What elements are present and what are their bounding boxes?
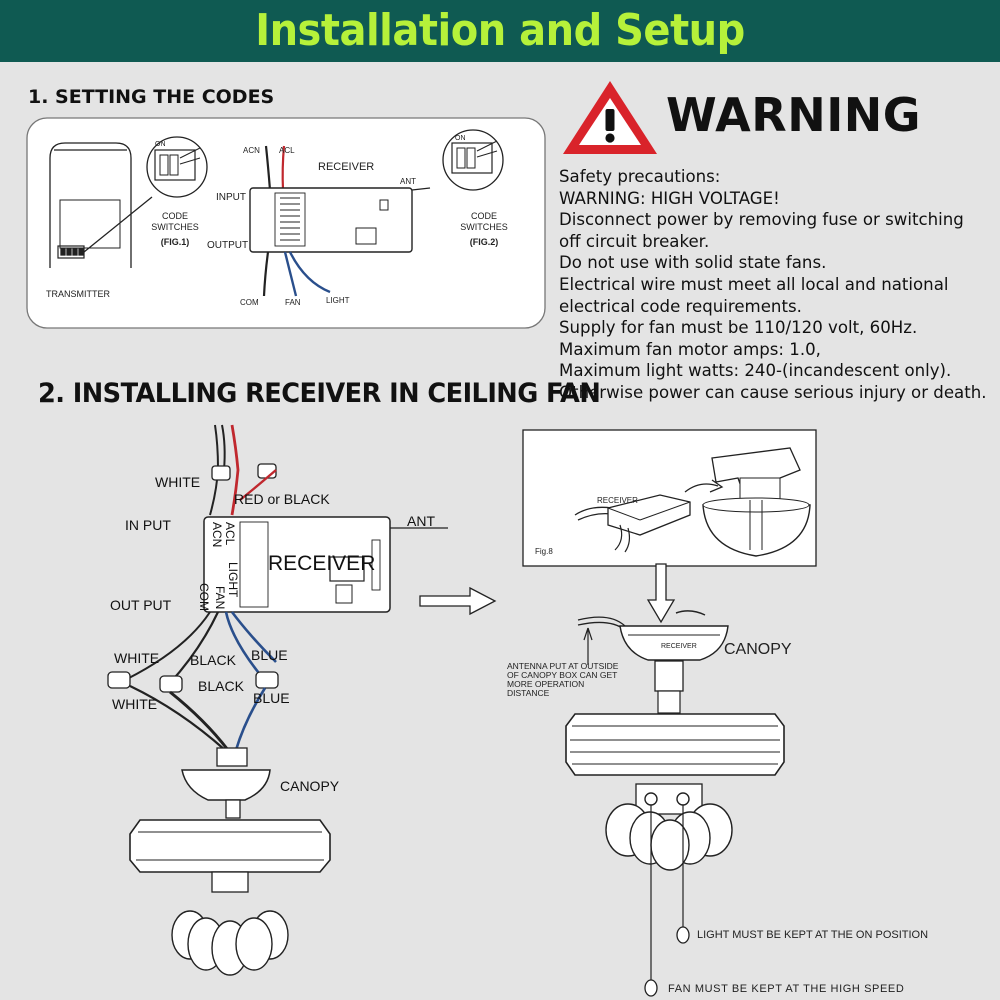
safety-line: off circuit breaker. [559,231,710,251]
transmitter-label: TRANSMITTER [46,289,110,299]
acn-label: ACN [210,522,224,547]
antenna-note-line: OF CANOPY BOX CAN GET [507,670,617,680]
input-label: IN PUT [125,517,171,533]
ant-label: ANT [407,513,435,529]
safety-line: Safety precautions: [559,167,721,186]
safety-line: Otherwise power can cause serious injury… [559,382,987,402]
fig8-panel [522,429,817,567]
safety-line: Do not use with solid state fans. [559,253,827,273]
small-fan-label: FAN [285,298,301,307]
light-note: LIGHT MUST BE KEPT AT THE ON POSITION [697,929,928,941]
code-switch-zoom-fig1 [146,136,208,198]
small-acn-label: ACN [243,146,260,155]
section1-heading: 1. SETTING THE CODES [28,86,275,108]
fig2-on-label: ON [455,135,466,142]
safety-line: Disconnect power by removing fuse or swi… [559,210,964,230]
down-arrow-icon [646,563,676,624]
fig8-label: Fig.8 [535,547,553,556]
mid-black-label: BLACK [190,652,237,668]
mid-white-label: WHITE [114,650,159,666]
safety-line: Maximum fan motor amps: 1.0, [559,339,821,359]
banner-title: Installation and Setup [255,6,745,56]
safety-line: electrical code requirements. [559,296,802,316]
code-switch-zoom-fig2 [442,129,504,191]
fig1-on-label: ON [155,141,166,148]
transmitter-drawing [49,142,153,268]
fan-label: FAN [213,586,227,609]
fig2-switches-label: SWITCHES [460,222,508,232]
right-canopy-label: CANOPY [724,641,792,658]
low-white-label: WHITE [112,696,157,712]
warning-triangle-icon [563,81,657,154]
fig2-code-label: CODE [471,211,497,221]
small-ant-label: ANT [400,177,416,186]
small-receiver-label: RECEIVER [318,161,374,173]
safety-precautions: Safety precautions: WARNING: HIGH VOLTAG… [559,166,989,404]
fig2-label: (FIG.2) [470,237,499,247]
left-wiring-drawing [107,424,448,976]
right-fan-drawing [565,610,785,997]
canopy-receiver-label: RECEIVER [661,643,697,650]
title-banner: Installation and Setup [0,0,1000,62]
fig8-receiver-label: RECEIVER [597,496,638,505]
fig1-switches-label: SWITCHES [151,222,199,232]
low-black-label: BLACK [198,678,245,694]
receiver-label: RECEIVER [268,552,375,575]
warning-title: WARNING [666,88,922,142]
fig1-label: (FIG.1) [161,237,190,247]
section2-heading: 2. INSTALLING RECEIVER IN CEILING FAN [38,378,601,409]
top-white-label: WHITE [155,474,200,490]
com-label: COM [197,583,211,611]
safety-line: Supply for fan must be 110/120 volt, 60H… [559,318,918,338]
fig1-code-label: CODE [162,211,188,221]
small-com-label: COM [240,298,259,307]
acl-label: ACL [223,522,237,546]
mid-blue-label: BLUE [251,647,288,663]
small-acl-label: ACL [279,146,295,155]
codes-panel: TRANSMITTER ON CODE SWITCHES (FIG.1) ON … [26,117,546,329]
safety-line: WARNING: HIGH VOLTAGE! [559,188,780,208]
small-input-label: INPUT [216,192,246,203]
light-label: LIGHT [226,562,240,598]
small-receiver-drawing [249,145,431,297]
output-label: OUT PUT [110,597,172,613]
safety-line: Electrical wire must meet all local and … [559,274,949,294]
small-output-label: OUTPUT [207,240,248,251]
antenna-note-line: DISTANCE [507,688,550,698]
right-arrow-icon [419,586,497,616]
left-canopy-label: CANOPY [280,778,340,794]
low-blue-label: BLUE [253,690,290,706]
antenna-note-line: MORE OPERATION [507,679,584,689]
red-or-black-label: RED or BLACK [234,491,330,507]
fan-note: FAN MUST BE KEPT AT THE HIGH SPEED [668,983,904,995]
antenna-note-line: ANTENNA PUT AT OUTSIDE [507,661,619,671]
small-light-label: LIGHT [326,296,350,305]
safety-line: Maximum light watts: 240-(incandescent o… [559,361,952,381]
